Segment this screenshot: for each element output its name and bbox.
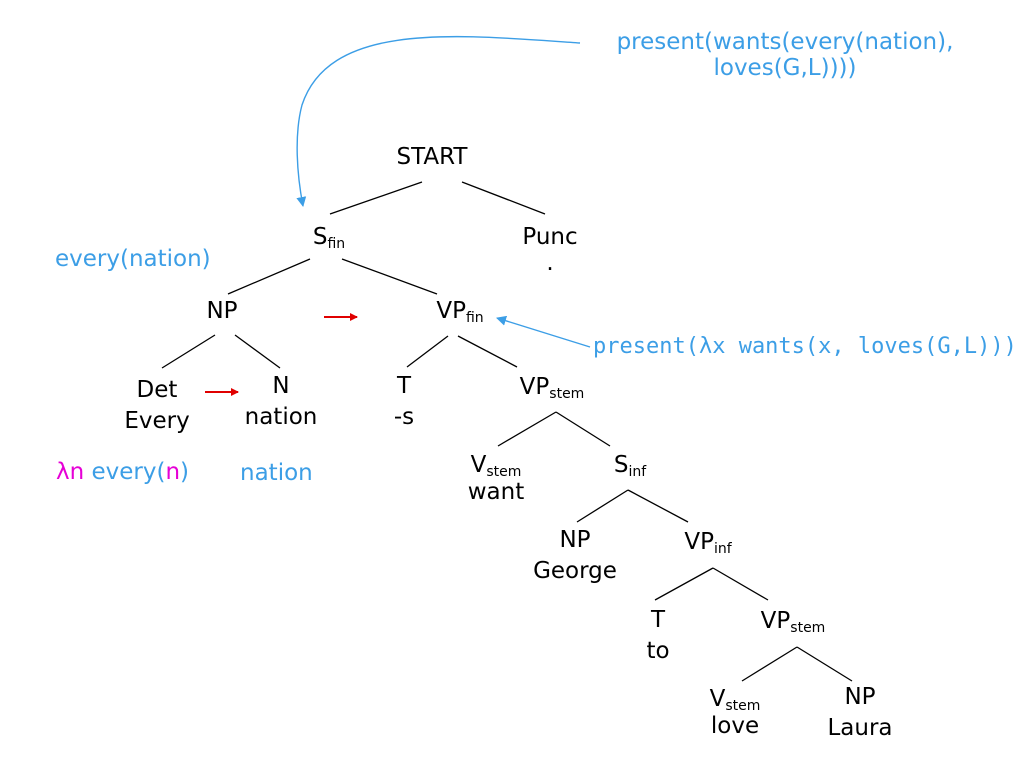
node-t1: T -s — [393, 373, 415, 430]
node-det: Det Every — [124, 377, 190, 434]
node-start: START — [396, 144, 468, 170]
lambda-n: λn — [56, 459, 85, 485]
arrow-to-vpfin — [496, 315, 591, 348]
semantics-top: present(wants(every(nation), loves(G,L))… — [600, 29, 970, 82]
node-t2: T to — [646, 607, 670, 664]
node-v-stem1: Vstem want — [467, 452, 525, 505]
node-np: NP — [206, 298, 238, 324]
edge-vpstem2-vstem — [741, 646, 798, 682]
node-vp-inf: VPinf — [684, 529, 732, 557]
node-vp-stem1: VPstem — [519, 374, 585, 402]
semantics-top-line2: loves(G,L)))) — [713, 54, 857, 81]
node-n: N nation — [244, 373, 318, 430]
node-vp-fin: VPfin — [436, 298, 484, 326]
node-vp-stem2: VPstem — [760, 608, 826, 636]
edge-sfin-np — [227, 258, 311, 295]
edge-vpinf-t — [654, 567, 714, 601]
semantics-top-line1: present(wants(every(nation), — [616, 29, 954, 55]
edge-np-det — [161, 334, 216, 369]
semantics-vp-fin: present(λx wants(x, loves(G,L))) — [593, 334, 1017, 359]
curved-arrow-to-sfin — [296, 35, 581, 207]
edge-sfin-vpfin — [341, 258, 438, 295]
node-s-fin: Sfin — [312, 224, 346, 252]
edge-vpfin-vpstem — [457, 335, 518, 368]
edge-sinf-vpinf — [627, 489, 689, 523]
semantics-s-fin: every(nation) — [55, 246, 211, 272]
edge-vpstem-vstem — [497, 411, 557, 447]
edge-vpstem2-np — [796, 646, 853, 682]
edge-vpfin-t — [406, 335, 449, 368]
edge-np-n — [234, 334, 281, 369]
edge-start-punc — [461, 181, 546, 215]
node-np-laura: NP Laura — [827, 684, 893, 741]
edge-vpinf-vpstem — [712, 567, 769, 601]
edge-vpstem-sinf — [555, 411, 611, 447]
node-punc: Punc . — [522, 224, 578, 276]
semantics-det: λn every(n) — [56, 459, 190, 485]
node-np-george: NP George — [533, 527, 617, 584]
edge-sinf-np — [576, 489, 629, 523]
edge-start-sfin — [329, 181, 423, 215]
node-s-inf: Sinf — [613, 452, 647, 480]
semantics-n: nation — [240, 460, 313, 486]
node-v-stem2: Vstem love — [709, 686, 761, 739]
